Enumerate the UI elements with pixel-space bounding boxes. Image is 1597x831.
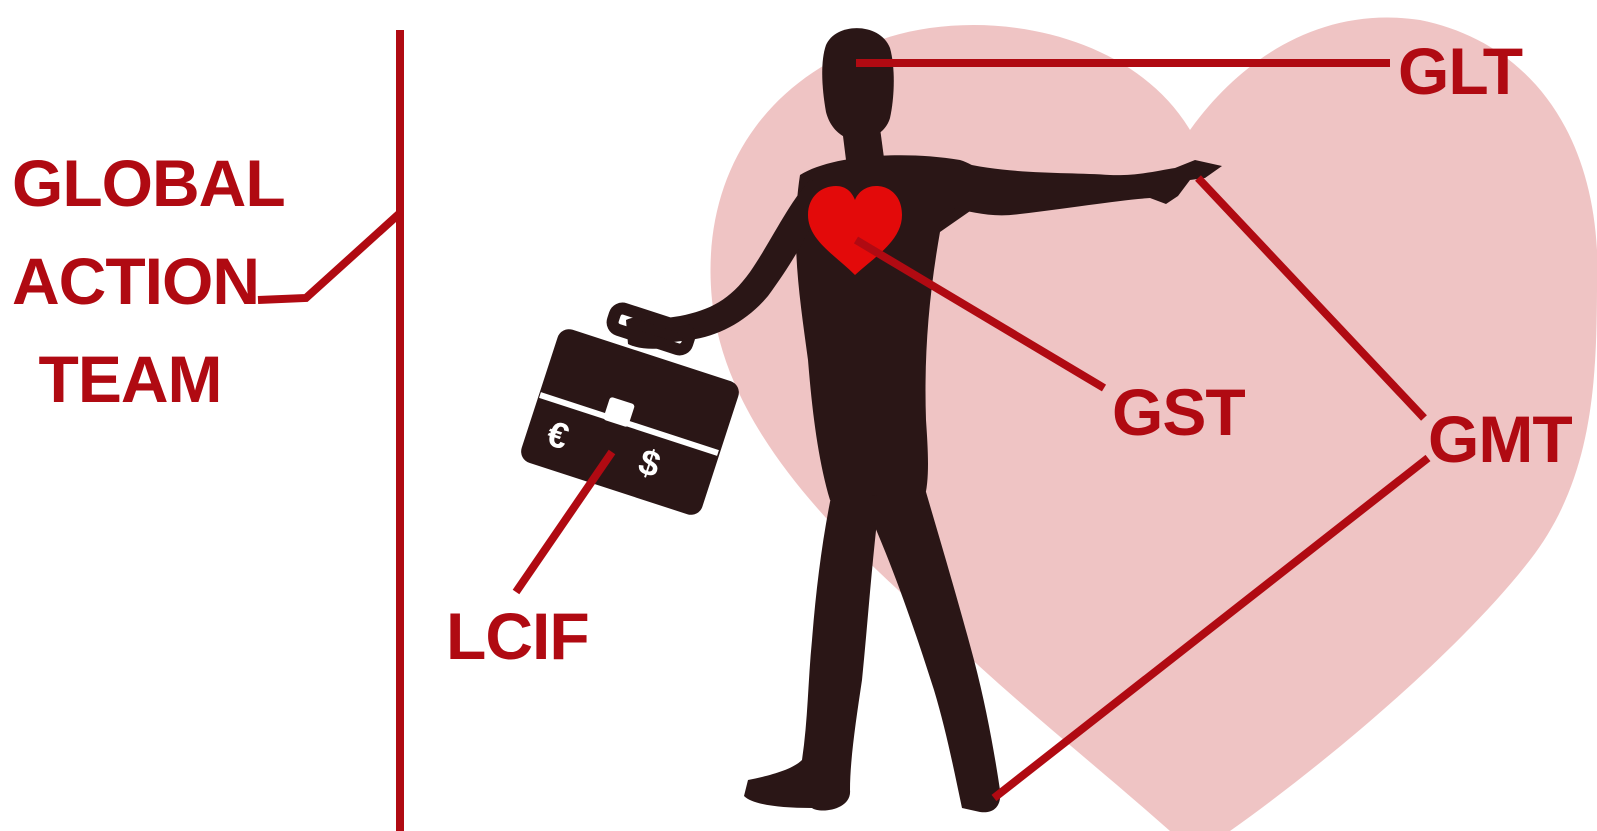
team-label-line-3: TEAM xyxy=(12,346,248,444)
lcif-label: LCIF xyxy=(446,603,589,669)
team-label-line-1: GLOBAL xyxy=(12,150,248,248)
glt-label: GLT xyxy=(1398,38,1522,104)
gst-label: GST xyxy=(1112,379,1245,445)
global-action-team-label: GLOBAL ACTION TEAM xyxy=(12,150,248,444)
briefcase-icon: € $ xyxy=(518,306,742,517)
team-label-line-2: ACTION xyxy=(12,248,248,346)
team-connector-line xyxy=(258,213,400,300)
gmt-label: GMT xyxy=(1428,406,1572,472)
